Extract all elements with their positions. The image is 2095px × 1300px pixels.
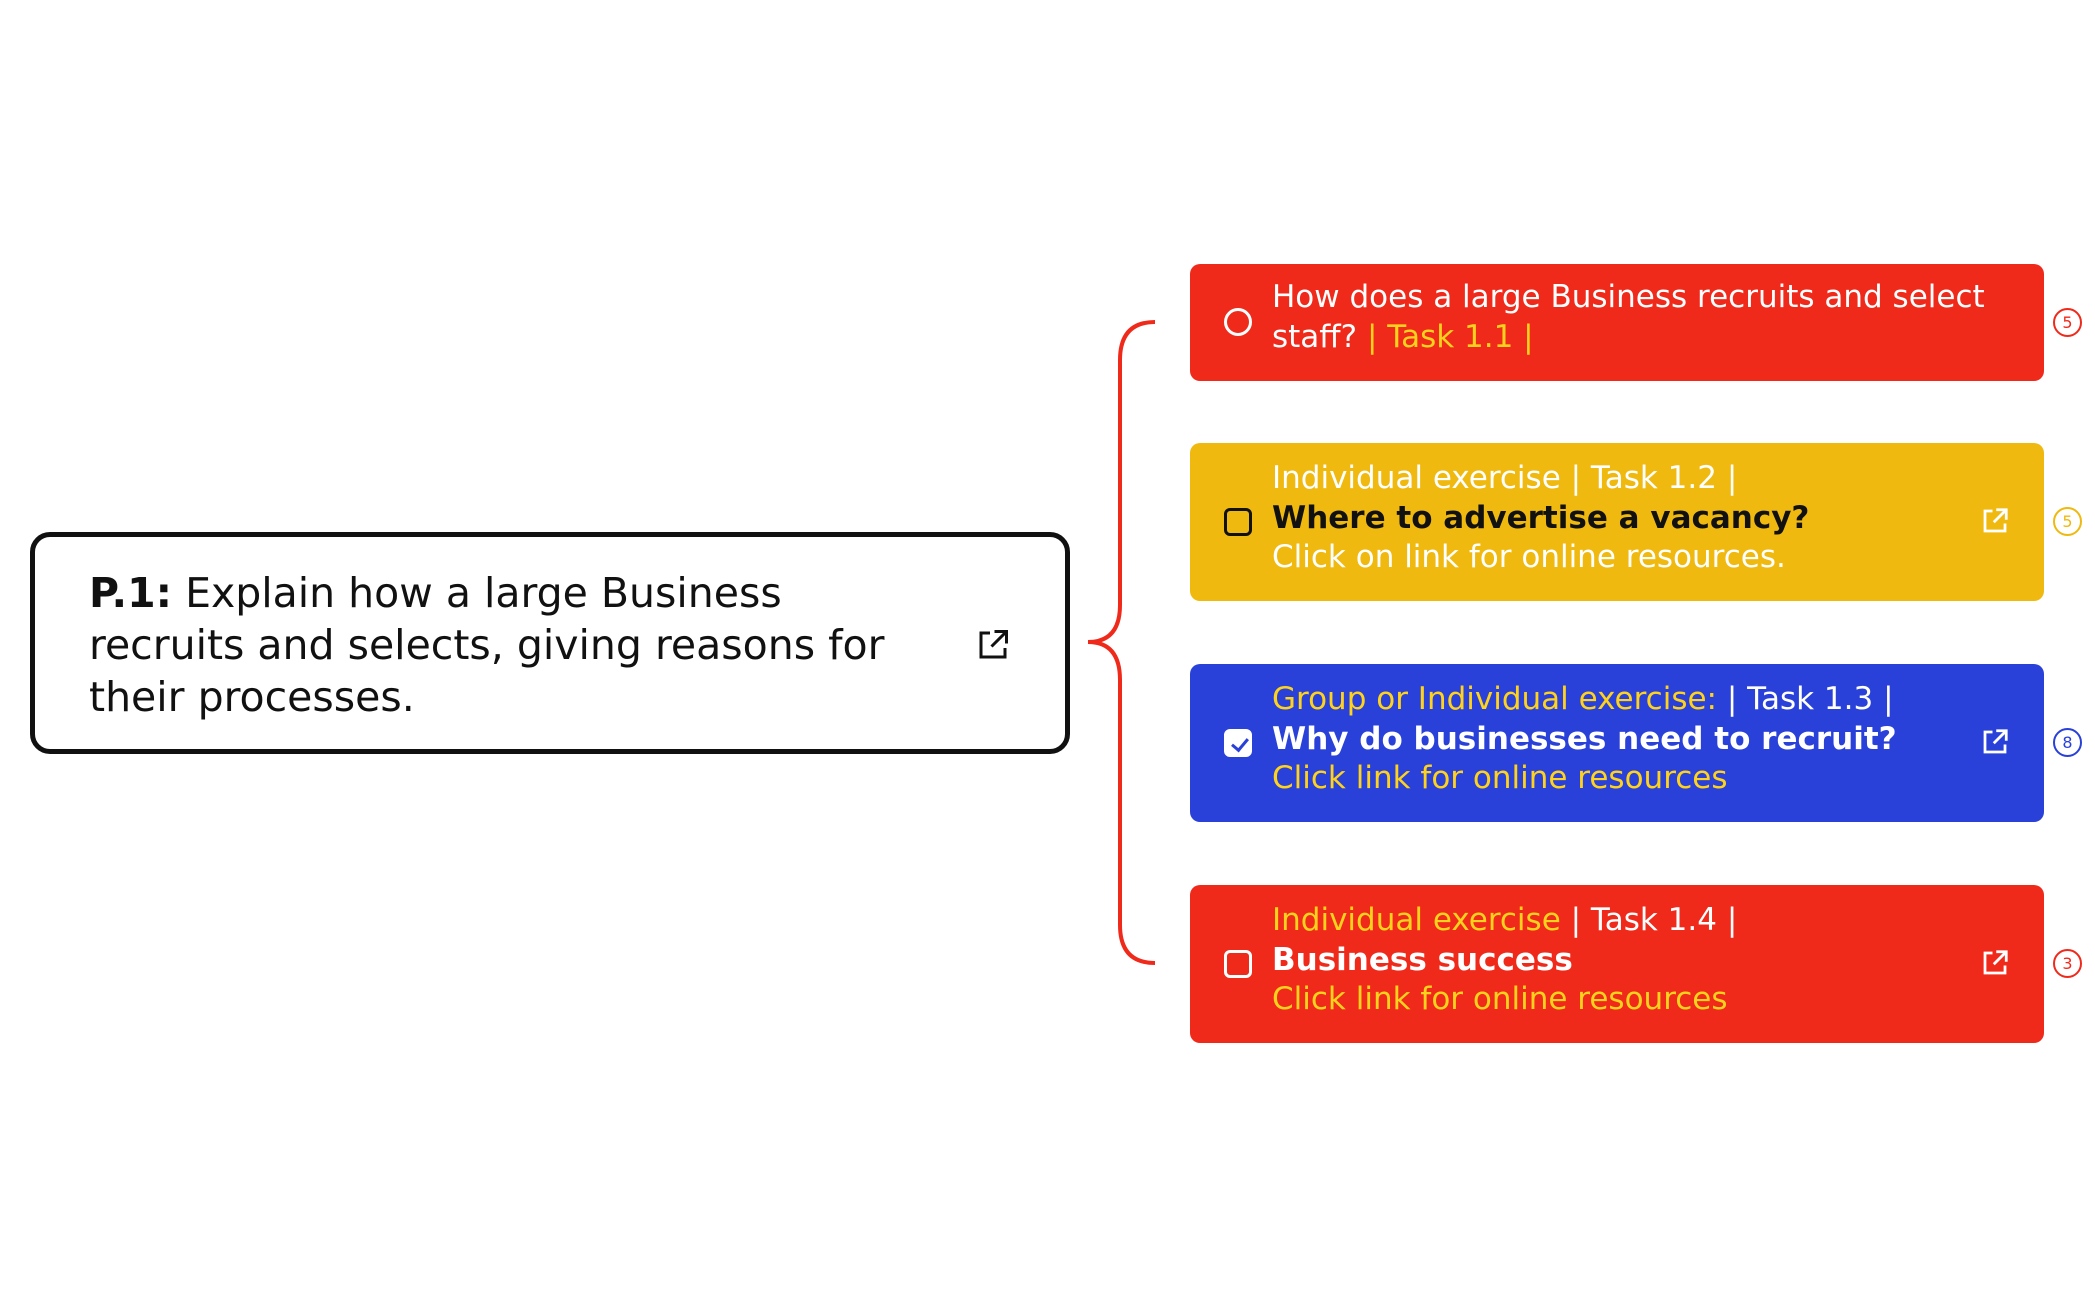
external-link-icon[interactable] [1980, 727, 2010, 757]
task-resource-hint: Click on link for online resources. [1272, 539, 1786, 575]
task-title: Where to advertise a vacancy? [1272, 499, 1810, 536]
central-topic-prefix: P.1: [89, 569, 173, 617]
task-number: | Task 1.4 | [1560, 902, 1738, 938]
task-card-1-1[interactable]: How does a large Business recruits and s… [1190, 264, 2044, 381]
central-topic-label: Explain how a large Business recruits an… [89, 569, 885, 721]
task-number: | Task 1.1 | [1366, 318, 1534, 355]
task-title: Why do businesses need to recruit? [1272, 720, 1897, 757]
subtopic-count-badge[interactable]: 5 [2053, 507, 2082, 536]
external-link-icon[interactable] [1980, 948, 2010, 978]
task-resource-hint: Click link for online resources [1272, 981, 1728, 1017]
task-checkbox[interactable] [1224, 950, 1252, 978]
task-text: Individual exercise | Task 1.4 | Busines… [1272, 901, 1992, 1020]
task-exercise-type: Individual exercise [1272, 902, 1561, 938]
task-text: Individual exercise | Task 1.2 | Where t… [1272, 459, 1992, 578]
external-link-icon[interactable] [975, 627, 1011, 663]
task-title: Business success [1272, 941, 1573, 978]
central-topic[interactable]: P.1: Explain how a large Business recrui… [30, 532, 1070, 754]
task-resource-hint: Click link for online resources [1272, 760, 1728, 796]
task-status-circle[interactable] [1224, 308, 1252, 336]
subtopic-count-badge[interactable]: 5 [2053, 308, 2082, 337]
task-card-1-3[interactable]: Group or Individual exercise: | Task 1.3… [1190, 664, 2044, 822]
task-title-cont: staff? [1272, 318, 1367, 355]
task-checkbox-checked[interactable] [1224, 729, 1252, 757]
external-link-icon[interactable] [1980, 506, 2010, 536]
subtopic-count-badge[interactable]: 3 [2053, 949, 2082, 978]
connector-bracket [1087, 320, 1156, 965]
central-topic-text: P.1: Explain how a large Business recrui… [89, 567, 919, 723]
task-checkbox[interactable] [1224, 508, 1252, 536]
task-text: Group or Individual exercise: | Task 1.3… [1272, 680, 1992, 799]
task-number: | Task 1.3 | [1717, 681, 1894, 717]
subtopic-count-badge[interactable]: 8 [2053, 728, 2082, 757]
task-text: How does a large Business recruits and s… [1272, 278, 1992, 357]
task-card-1-4[interactable]: Individual exercise | Task 1.4 | Busines… [1190, 885, 2044, 1043]
task-title: How does a large Business recruits and s… [1272, 279, 1985, 315]
task-card-1-2[interactable]: Individual exercise | Task 1.2 | Where t… [1190, 443, 2044, 601]
task-exercise-type: Individual exercise | Task 1.2 | [1272, 460, 1738, 496]
task-exercise-type: Group or Individual exercise: [1272, 681, 1718, 717]
